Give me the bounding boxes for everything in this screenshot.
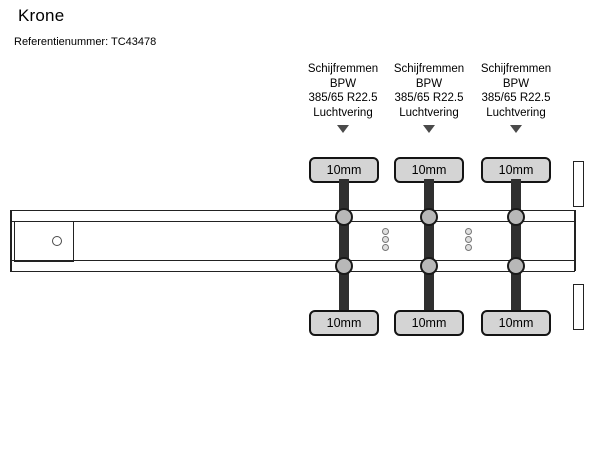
- frame-rivet: [465, 236, 472, 243]
- axle-brand-label: BPW: [502, 77, 530, 90]
- tread-depth-box: 10mm: [309, 310, 379, 336]
- brake-type-label: Schijfremmen: [393, 63, 465, 75]
- reference-number: Referentienummer: TC43478: [14, 36, 157, 48]
- frame-rail-top: [10, 210, 575, 222]
- frame-rail-bottom: [10, 260, 575, 272]
- axle-1-labels: Schijfremmen BPW 385/65 R22.5 Luchtverin…: [297, 62, 389, 138]
- wheel-hub: [335, 257, 353, 275]
- brake-type-label: Schijfremmen: [480, 63, 552, 75]
- down-arrow-icon: [337, 125, 349, 133]
- axle-3-labels: Schijfremmen BPW 385/65 R22.5 Luchtverin…: [470, 62, 562, 138]
- brake-type-label: Schijfremmen: [307, 63, 379, 75]
- frame-rivet: [465, 228, 472, 235]
- brand-title: Krone: [18, 6, 65, 25]
- axle-brand-label: BPW: [329, 77, 357, 90]
- tyre-size-label: 385/65 R22.5: [481, 92, 551, 104]
- down-arrow-icon: [510, 125, 522, 133]
- tread-depth-box: 10mm: [481, 310, 551, 336]
- axle-2-labels: Schijfremmen BPW 385/65 R22.5 Luchtverin…: [383, 62, 475, 138]
- suspension-label: Luchtvering: [399, 106, 459, 119]
- wheel-hub: [507, 208, 525, 226]
- wheel-hub: [507, 257, 525, 275]
- rear-fitting-bottom: [573, 284, 584, 330]
- axle-bar: [339, 179, 349, 312]
- frame-rear-cap: [574, 210, 576, 271]
- frame-rivet: [382, 228, 389, 235]
- suspension-label: Luchtvering: [486, 106, 546, 119]
- tyre-size-label: 385/65 R22.5: [308, 92, 378, 104]
- wheel-hub: [335, 208, 353, 226]
- axle-bar: [511, 179, 521, 312]
- axle-brand-label: BPW: [415, 77, 443, 90]
- wheel-hub: [420, 208, 438, 226]
- axle-bar: [424, 179, 434, 312]
- tread-depth-box: 10mm: [309, 157, 379, 183]
- frame-rivet: [382, 236, 389, 243]
- suspension-label: Luchtvering: [313, 106, 373, 119]
- frame-front-cap: [10, 210, 12, 271]
- tyre-size-label: 385/65 R22.5: [394, 92, 464, 104]
- rear-fitting-top: [573, 161, 584, 207]
- tread-depth-box: 10mm: [481, 157, 551, 183]
- front-end-box: [14, 221, 74, 262]
- frame-rivet: [465, 244, 472, 251]
- wheel-hub: [420, 257, 438, 275]
- tread-depth-box: 10mm: [394, 310, 464, 336]
- frame-rivet: [382, 244, 389, 251]
- kingpin-circle: [52, 236, 62, 246]
- down-arrow-icon: [423, 125, 435, 133]
